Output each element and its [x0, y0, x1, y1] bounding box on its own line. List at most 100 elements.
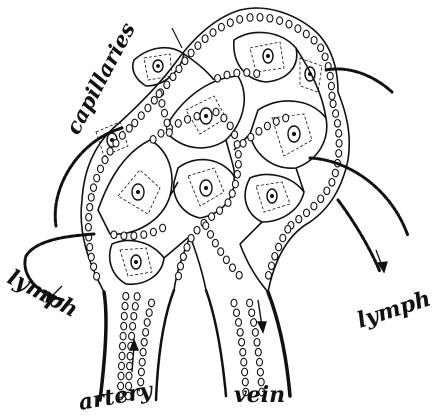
blood-corpuscles — [85, 13, 342, 399]
blood-corpuscle — [223, 256, 229, 264]
blood-corpuscle — [329, 92, 335, 100]
blood-corpuscle — [123, 292, 129, 300]
blood-corpuscle — [237, 16, 243, 24]
blood-corpuscle — [176, 272, 182, 280]
lymph-vessel-right-lower — [338, 200, 380, 272]
blood-corpuscle — [146, 309, 152, 317]
blood-corpuscle — [235, 161, 241, 169]
blood-corpuscle — [256, 128, 262, 136]
blood-corpuscle — [322, 53, 328, 61]
blood-corpuscle — [255, 348, 261, 356]
blood-corpuscle — [118, 372, 124, 380]
blood-corpuscle — [242, 368, 248, 376]
tissue-cell — [144, 54, 172, 80]
blood-corpuscle — [277, 17, 283, 25]
blood-corpuscle — [158, 130, 164, 138]
blood-corpuscle — [119, 362, 125, 370]
capillary-segment — [240, 222, 262, 244]
blood-corpuscle — [195, 42, 201, 50]
tissue-cell — [118, 170, 160, 214]
tissue-cell — [186, 96, 226, 134]
blood-corpuscle — [131, 312, 137, 320]
blood-corpuscle — [178, 262, 184, 270]
blood-corpuscle — [218, 23, 224, 31]
blood-corpuscle — [184, 244, 190, 252]
blood-corpuscle — [98, 165, 104, 173]
blood-corpuscle — [266, 272, 272, 280]
blood-corpuscle — [122, 302, 128, 310]
tissue-cell — [250, 42, 284, 72]
blood-corpuscle — [88, 253, 94, 261]
blood-corpuscle — [127, 352, 133, 360]
blood-corpuscle — [164, 119, 170, 127]
blood-corpuscle — [87, 203, 93, 211]
blood-corpuscle — [188, 234, 194, 242]
blood-corpuscle — [296, 215, 302, 223]
blood-corpuscle — [330, 100, 336, 108]
blood-corpuscle — [252, 329, 258, 337]
blood-corpuscle — [121, 232, 127, 240]
blood-corpuscle — [141, 231, 147, 239]
blood-corpuscle — [232, 131, 238, 139]
blood-corpuscle — [318, 195, 324, 203]
blood-corpuscle — [318, 44, 324, 52]
blood-corpuscle — [129, 332, 135, 340]
blood-corpuscle — [227, 19, 233, 27]
tissue-cell — [256, 182, 290, 212]
blood-corpuscle — [159, 100, 165, 108]
blood-corpuscle — [221, 114, 227, 122]
blood-corpuscle — [119, 132, 125, 140]
blood-corpuscle — [149, 299, 155, 307]
blood-corpuscle — [234, 309, 240, 317]
blood-corpuscle — [170, 73, 176, 81]
blood-corpuscle — [324, 187, 330, 195]
blood-corpuscle — [203, 222, 209, 230]
blood-corpuscle — [162, 109, 168, 117]
blood-corpuscle — [131, 232, 137, 240]
blood-corpuscle — [94, 174, 100, 182]
blood-corpuscle — [141, 338, 147, 346]
blood-corpuscle — [224, 71, 230, 79]
tissue-cell — [188, 168, 224, 206]
blood-corpuscle — [264, 122, 270, 130]
lymph-vessel-right — [310, 158, 408, 236]
blood-corpuscle — [336, 150, 342, 158]
label-capillaries: capillaries — [60, 18, 140, 138]
blood-corpuscle — [285, 226, 291, 234]
blood-corpuscle — [249, 309, 255, 317]
blood-corpuscle — [311, 37, 317, 45]
blood-corpuscle — [257, 13, 263, 21]
blood-corpuscle — [145, 104, 151, 112]
blood-corpuscle — [151, 97, 157, 105]
blood-corpuscle — [235, 151, 241, 159]
blood-corpuscle — [194, 226, 200, 234]
blood-corpuscle — [229, 190, 235, 198]
blood-corpuscle — [303, 30, 309, 38]
blood-corpuscle — [91, 263, 97, 271]
blood-corpuscle — [225, 199, 231, 207]
tissue-cell — [120, 248, 152, 276]
blood-corpuscle — [119, 352, 125, 360]
artery-wall-left — [100, 292, 106, 400]
blood-corpuscle — [209, 213, 215, 221]
blood-corpuscle — [132, 119, 138, 127]
blood-corpuscle — [176, 65, 182, 73]
capillaries-pointer — [172, 28, 182, 48]
blood-corpuscle — [138, 112, 144, 120]
blood-corpuscle — [272, 252, 278, 260]
artery-wall-right — [156, 290, 174, 400]
blood-corpuscle — [227, 122, 233, 130]
blood-corpuscle — [236, 319, 242, 327]
vein-flow-arrowhead — [258, 322, 266, 332]
blood-corpuscle — [241, 358, 247, 366]
blood-corpuscle — [120, 342, 126, 350]
blood-corpuscle — [283, 114, 289, 122]
capillary-loop — [174, 160, 234, 218]
blood-corpuscle — [213, 108, 219, 116]
blood-corpuscle — [333, 110, 339, 118]
blood-corpuscle — [180, 253, 186, 261]
blood-corpuscle — [327, 72, 333, 80]
capillary-segment — [240, 244, 268, 292]
blood-corpuscle — [164, 81, 170, 89]
